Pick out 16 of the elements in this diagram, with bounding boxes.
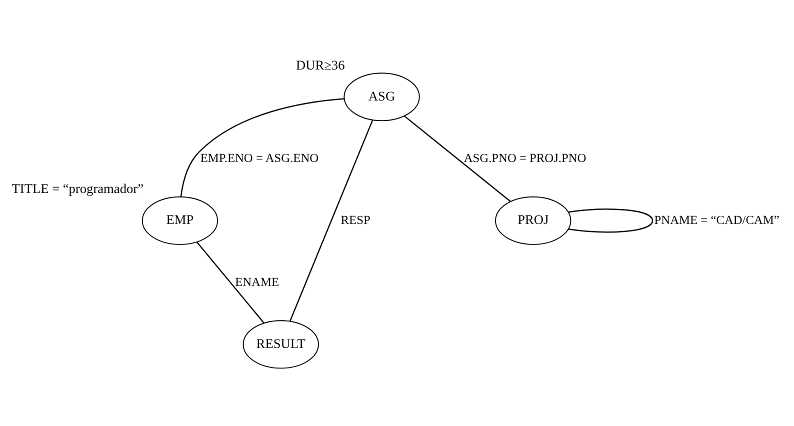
edge-label: PNAME = “CAD/CAM” (654, 212, 780, 226)
edge-label: RESP (340, 212, 370, 226)
node-ellipse: PROJ (495, 196, 572, 244)
node-ellipse: RESULT (242, 320, 319, 368)
edge-label: ENAME (235, 274, 280, 288)
node-label: DUR≥36 (296, 56, 345, 72)
connector (180, 98, 344, 196)
node-ellipse: EMP (142, 196, 218, 244)
node-label: TITLE = “programador” (12, 180, 144, 196)
connector (289, 119, 374, 321)
connector (196, 241, 264, 323)
connector (404, 115, 511, 202)
connector (568, 208, 654, 232)
edge-label: ASG.PNO = PROJ.PNO (464, 150, 586, 164)
edge-label: EMP.ENO = ASG.ENO (200, 150, 319, 164)
node-ellipse: ASG (344, 72, 420, 121)
